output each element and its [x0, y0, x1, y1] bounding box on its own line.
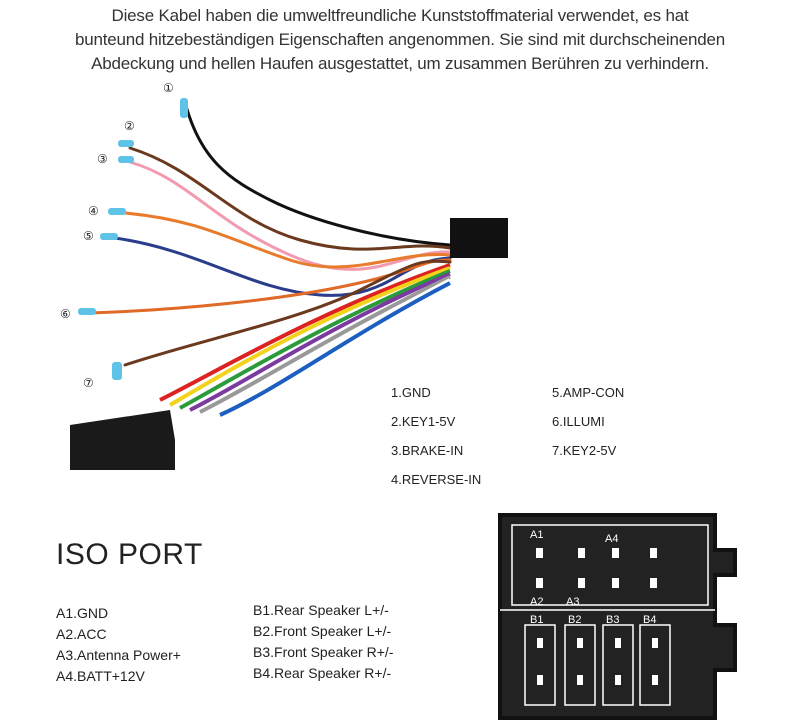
pin-label: B3 — [606, 614, 619, 626]
legend-item: 7.KEY2-5V — [552, 443, 617, 458]
wire-marker: ⑥ — [60, 307, 71, 321]
pin-label: A4 — [605, 533, 618, 545]
wire-marker: ② — [124, 119, 135, 133]
legend-item: 3.BRAKE-IN — [391, 443, 464, 458]
pin-label: A2 — [530, 596, 543, 608]
legend-item: 6.ILLUMI — [552, 414, 605, 429]
wire-harness-photo: ① ② ③ ④ ⑤ ⑥ ⑦ A1 A4 A2 A3 B1 B2 B3 B4 — [60, 81, 737, 720]
pin-label: B4 — [643, 614, 656, 626]
pin-label: B1 — [530, 614, 543, 626]
iso-plug — [70, 410, 175, 470]
iso-connector-diagram: A1 A4 A2 A3 B1 B2 B3 B4 — [498, 513, 737, 720]
iso-a-item: A1.GND — [56, 605, 109, 621]
legend-item: 4.REVERSE-IN — [391, 472, 482, 487]
iso-b-list: B1.Rear Speaker L+/- B2.Front Speaker L+… — [253, 600, 393, 684]
iso-b-item: B3.Front Speaker R+/- — [253, 644, 394, 660]
wire-marker: ⑦ — [83, 376, 94, 390]
wire-marker: ① — [163, 81, 174, 95]
intro-line: Abdeckung und hellen Haufen ausgestattet… — [91, 54, 709, 73]
iso-port-title: ISO PORT — [56, 538, 203, 571]
wire-legend-col2: 5.AMP-CON 6.ILLUMI 7.KEY2-5V — [552, 385, 624, 472]
pin-label: B2 — [568, 614, 581, 626]
iso-b-item: B4.Rear Speaker R+/- — [253, 665, 392, 681]
pin-label: A1 — [530, 529, 543, 541]
iso-a-item: A3.Antenna Power+ — [56, 647, 181, 663]
iso-a-list: A1.GND A2.ACC A3.Antenna Power+ A4.BATT+… — [56, 603, 181, 687]
legend-item: 1.GND — [391, 385, 431, 400]
intro-text: Diese Kabel haben die umweltfreundliche … — [0, 4, 800, 76]
wire-marker: ⑤ — [83, 229, 94, 243]
iso-b-item: B1.Rear Speaker L+/- — [253, 602, 389, 618]
iso-b-item: B2.Front Speaker L+/- — [253, 623, 392, 639]
wire-marker: ③ — [97, 152, 108, 166]
intro-line: bunteund hitzebeständigen Eigenschaften … — [74, 30, 726, 49]
iso-a-item: A2.ACC — [56, 626, 107, 642]
legend-item: 5.AMP-CON — [552, 385, 625, 400]
wire-marker: ④ — [88, 204, 99, 218]
pin-label: A3 — [566, 596, 579, 608]
legend-item: 2.KEY1-5V — [391, 414, 456, 429]
radio-connector — [450, 218, 508, 258]
wire-legend-col1: 1.GND 2.KEY1-5V 3.BRAKE-IN 4.REVERSE-IN — [391, 385, 481, 501]
iso-a-item: A4.BATT+12V — [56, 668, 145, 684]
intro-line: Diese Kabel haben die umweltfreundliche … — [111, 6, 689, 25]
